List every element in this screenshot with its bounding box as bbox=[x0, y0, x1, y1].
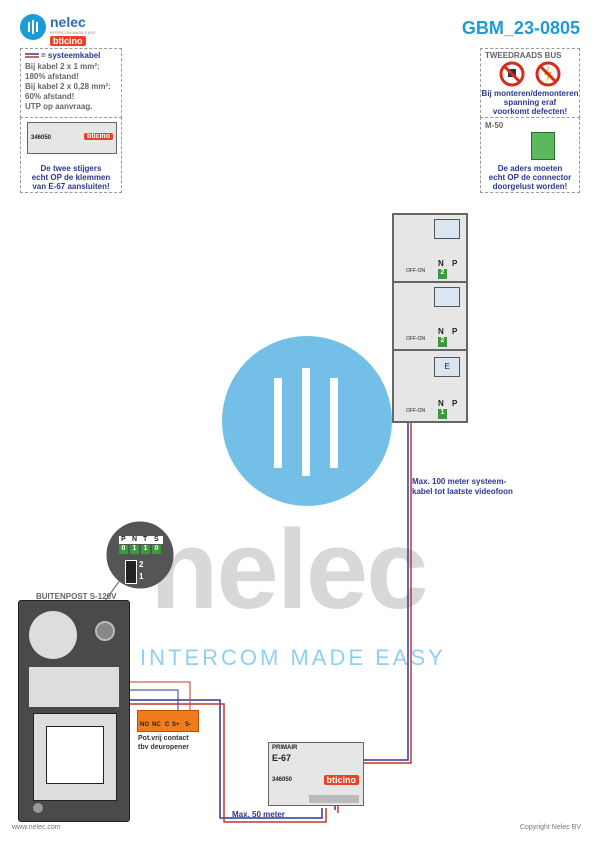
address-value: 2 bbox=[438, 337, 447, 347]
bus-warning-text: spanning eraf bbox=[503, 98, 557, 107]
dip-switch-label: OFF-ON bbox=[406, 336, 426, 342]
module-code: 346050 bbox=[31, 135, 52, 141]
e67-module-drawing: 346050 bticino bbox=[27, 122, 117, 154]
watermark-tagline: INTERCOM MADE EASY bbox=[140, 645, 446, 670]
door-cable bbox=[90, 703, 327, 823]
document-id: GBM_23-0805 bbox=[461, 18, 580, 38]
zoom-value: 0 bbox=[152, 545, 161, 554]
max-50-label: Max. 50 meter bbox=[232, 810, 285, 819]
zoom-switch-label: 1 bbox=[139, 572, 144, 581]
bus-warning-text: Bij monteren/demonteren bbox=[481, 89, 579, 98]
n-label: N bbox=[438, 399, 444, 408]
cable-legend-label: = systeemkabel bbox=[41, 51, 101, 60]
watermark-word: nelec bbox=[150, 507, 428, 632]
e67-caption: De twee stijgers bbox=[40, 164, 102, 173]
n-label: N bbox=[438, 327, 444, 336]
door-panel-screw bbox=[33, 803, 43, 813]
camera-icon bbox=[95, 621, 115, 641]
zoom-value: 1 bbox=[141, 545, 150, 554]
no-power-icon bbox=[535, 61, 561, 87]
cable-note-line: 60% afstand! bbox=[25, 92, 75, 101]
bticino-logo: bticino bbox=[50, 36, 86, 46]
relay-caption: Pot.vrij contact bbox=[138, 735, 189, 742]
screen-label: E bbox=[444, 362, 450, 371]
videophone-screen: E bbox=[434, 357, 460, 377]
relay-terminal-block[interactable]: NO NC C S+ S- bbox=[137, 710, 199, 732]
p-label: P bbox=[452, 259, 458, 268]
relay-terminal-label: S+ bbox=[172, 722, 180, 728]
zoom-terminal-header: P N T S bbox=[119, 536, 163, 544]
zoom-switch bbox=[125, 560, 137, 584]
m50-caption: doorgelust worden! bbox=[492, 182, 568, 191]
bus-title: TWEEDRAADS BUS bbox=[485, 51, 562, 60]
power-supply-brand: bticino bbox=[323, 775, 359, 785]
speaker-grille bbox=[29, 611, 77, 659]
cable-note-line: 180% afstand! bbox=[25, 72, 79, 81]
zoom-switch-label: 2 bbox=[139, 560, 144, 569]
dip-switch-label: OFF-ON bbox=[406, 268, 426, 274]
videophone-screen bbox=[434, 219, 460, 239]
relay-terminal-label: NO bbox=[140, 722, 149, 728]
relay-terminal-label: NC bbox=[152, 722, 161, 728]
videophone[interactable]: E OFF-ON N P 1 bbox=[393, 350, 467, 422]
videophone-screen bbox=[434, 287, 460, 307]
power-supply-e67[interactable]: PRIMAIR E-67 346050 bticino bbox=[268, 742, 364, 806]
watermark-logo-icon bbox=[222, 336, 392, 506]
power-supply-model: E-67 bbox=[272, 753, 292, 763]
zoom-header: P bbox=[121, 536, 126, 543]
address-value: 1 bbox=[438, 409, 447, 419]
door-panel[interactable] bbox=[18, 600, 130, 822]
e67-caption: van E-67 aansluiten! bbox=[32, 182, 110, 191]
m50-caption: De aders moeten bbox=[497, 164, 563, 173]
door-cable bbox=[90, 699, 323, 819]
zoom-header: T bbox=[143, 536, 148, 543]
no-plug-icon bbox=[499, 61, 525, 87]
power-supply-title: PRIMAIR bbox=[272, 745, 298, 751]
power-supply-code: 346050 bbox=[272, 777, 293, 783]
nelec-logo-icon bbox=[20, 14, 46, 40]
e67-connection-note: 346050 bticino De twee stijgers echt OP … bbox=[20, 117, 122, 193]
m50-connector-drawing bbox=[531, 132, 555, 160]
p-label: P bbox=[452, 399, 458, 408]
e67-caption: echt OP de klemmen bbox=[31, 173, 111, 182]
n-label: N bbox=[438, 259, 444, 268]
relay-terminal-label: C bbox=[165, 722, 170, 728]
relay-terminal-label: S- bbox=[185, 722, 191, 728]
bus-warning-note: TWEEDRAADS BUS Bij monteren/demonteren s… bbox=[480, 48, 580, 118]
dip-switch-label: OFF-ON bbox=[406, 408, 426, 414]
m50-label: M-50 bbox=[485, 121, 504, 130]
zoom-header: N bbox=[132, 536, 138, 543]
website-url[interactable]: www.nelec.com bbox=[12, 824, 61, 831]
copyright: Copyright Nelec BV bbox=[519, 824, 581, 831]
power-supply-terminals bbox=[309, 795, 359, 803]
call-button[interactable] bbox=[46, 726, 104, 784]
door-panel-button-frame[interactable] bbox=[33, 713, 117, 801]
cable-note-line: Bij kabel 2 x 0,28 mm²: bbox=[25, 82, 111, 91]
videophone[interactable]: OFF-ON N P 2 bbox=[393, 214, 467, 282]
zoom-value: 1 bbox=[130, 545, 139, 554]
max-100-label: Max. 100 meter systeem- bbox=[412, 477, 507, 486]
header: nelec INTERCOM MADE EASY bticino GBM_23-… bbox=[20, 14, 580, 46]
address-zoom: P N T S 0 1 1 0 2 1 bbox=[107, 522, 173, 588]
p-label: P bbox=[452, 327, 458, 336]
m50-caption: echt OP de connector bbox=[488, 173, 572, 182]
cable-note: = systeemkabel Bij kabel 2 x 1 mm²: 180%… bbox=[20, 48, 122, 118]
zoom-header: S bbox=[154, 536, 159, 543]
cable-note-line: Bij kabel 2 x 1 mm²: bbox=[25, 62, 100, 71]
zoom-value: 0 bbox=[119, 545, 128, 554]
module-brand: bticino bbox=[84, 133, 113, 140]
videophone[interactable]: OFF-ON N P 2 bbox=[393, 282, 467, 350]
bus-warning-text: voorkomt defecten! bbox=[492, 107, 568, 116]
logo-tagline: INTERCOM MADE EASY bbox=[50, 30, 96, 35]
door-panel-title: BUITENPOST S-120V bbox=[36, 592, 117, 601]
cable-legend-icon bbox=[25, 53, 39, 58]
logo-text: nelec bbox=[50, 14, 86, 30]
door-panel-terminals bbox=[29, 667, 119, 707]
relay-caption: tbv deuropener bbox=[138, 744, 189, 751]
cable-note-line: UTP op aanvraag. bbox=[25, 102, 93, 111]
address-value: 2 bbox=[438, 269, 447, 279]
max-100-label: kabel tot laatste videofoon bbox=[412, 487, 513, 496]
m50-note: M-50 De aders moeten echt OP de connecto… bbox=[480, 117, 580, 193]
